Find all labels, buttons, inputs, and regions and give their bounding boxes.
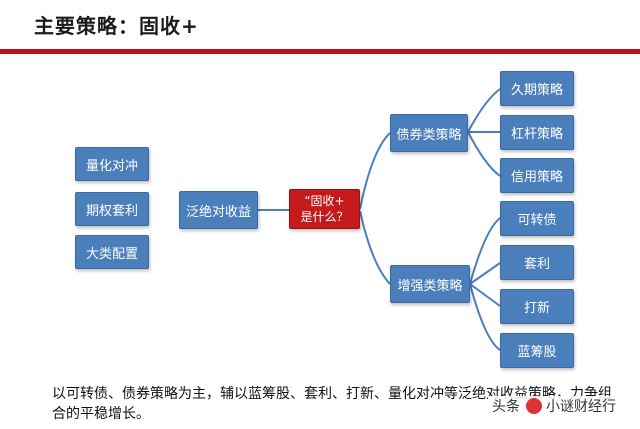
connector-enhance-cb — [469, 217, 501, 285]
account-logo-icon — [526, 398, 542, 414]
connector-bond-credit — [467, 131, 501, 177]
node-enhance-strategy: 增强类策略 — [390, 265, 470, 303]
node-bond-strategy: 债券类策略 — [390, 114, 468, 152]
node-credit-strategy: 信用策略 — [500, 158, 574, 193]
node-center-question: “固收+ 是什么？ — [289, 189, 360, 229]
connector-enhance-bluechip — [469, 283, 501, 351]
connector-enhance-arb — [469, 262, 501, 285]
connector-center-bond — [359, 132, 391, 210]
title-divider — [0, 49, 640, 54]
node-asset-allocation: 大类配置 — [75, 235, 149, 269]
node-duration-strategy: 久期策略 — [500, 71, 574, 106]
center-line-2: 是什么？ — [300, 210, 349, 224]
page-title: 主要策略：固收+ — [34, 14, 199, 38]
watermark-name: 小谜财经行 — [546, 399, 616, 415]
node-ipo: 打新 — [500, 289, 574, 324]
center-line-1: “固收+ — [304, 194, 345, 208]
node-absolute-return: 泛绝对收益 — [179, 191, 258, 229]
node-leverage-strategy: 杠杆策略 — [500, 115, 574, 150]
watermark: 头条 小谜财经行 — [488, 396, 620, 416]
node-convertible-bond: 可转债 — [500, 201, 574, 236]
node-quant-hedge: 量化对冲 — [75, 147, 149, 181]
node-arbitrage: 套利 — [500, 245, 574, 280]
watermark-prefix: 头条 — [492, 399, 520, 415]
connector-enhance-ipo — [469, 283, 501, 307]
connector-bond-duration — [467, 88, 501, 133]
summary-text: 以可转债、债券策略为主，辅以蓝筹股、套利、打新、量化对冲等泛绝对收益策略，力争组… — [52, 386, 612, 422]
node-blue-chip: 蓝筹股 — [500, 333, 574, 368]
connector-center-enhance — [359, 210, 391, 285]
node-option-arbitrage: 期权套利 — [75, 192, 149, 226]
